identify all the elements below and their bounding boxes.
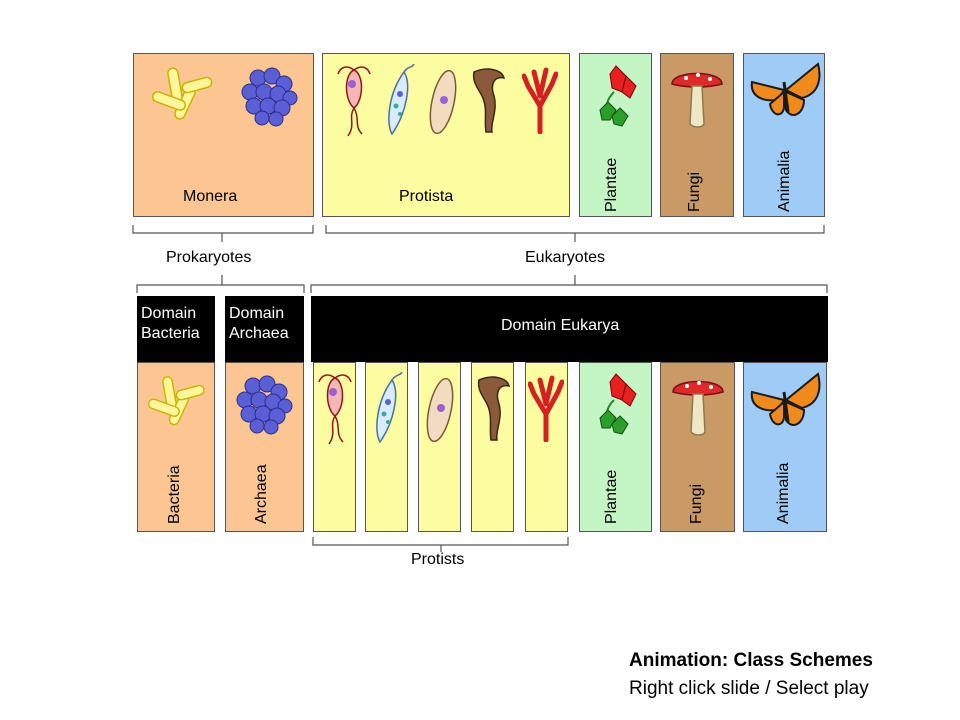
protists-label: Protists xyxy=(411,551,465,568)
flagellate-protist-icon xyxy=(318,374,352,445)
domain-eukarya-label: Domain Eukarya xyxy=(501,317,620,334)
domain-archaea-label: Domain Archaea xyxy=(229,305,289,342)
eukaryotes-label: Eukaryotes xyxy=(525,249,606,266)
fungi-label-bottom: Fungi xyxy=(688,483,705,524)
domain-archaea-bar: Domain Archaea xyxy=(225,296,304,362)
columbine-plant-icon xyxy=(599,373,637,435)
domain-eukarya-bar: Domain Eukarya xyxy=(311,296,828,362)
caption-title: Animation: Class Schemes xyxy=(629,650,873,671)
bacteria-label: Bacteria xyxy=(166,465,183,524)
archaea-label: Archaea xyxy=(253,464,270,524)
butterfly-animal-icon xyxy=(750,62,821,116)
prokaryotes-label: Prokaryotes xyxy=(166,249,252,266)
brown-alga-icon xyxy=(477,376,511,441)
domain-bacteria-bar: Domain Bacteria xyxy=(137,296,215,362)
flagellate-protist-icon xyxy=(337,66,371,137)
protista-label: Protista xyxy=(399,188,454,205)
paramecium-protist-icon xyxy=(429,69,457,135)
rod-bacteria-icon xyxy=(147,376,205,426)
fungi-box-top xyxy=(660,53,734,217)
mushroom-fungus-icon xyxy=(672,380,724,436)
brown-alga-icon xyxy=(472,68,506,133)
archaea-cluster-icon xyxy=(241,67,298,127)
butterfly-animal-icon xyxy=(750,372,821,426)
domain-bacteria-label: Domain Bacteria xyxy=(141,305,200,342)
mushroom-fungus-icon xyxy=(671,72,723,128)
red-alga-icon xyxy=(528,375,564,442)
euglena-protist-icon xyxy=(376,372,403,444)
paramecium-protist-icon xyxy=(426,377,454,443)
animalia-label-bottom: Animalia xyxy=(775,462,792,524)
euglena-protist-icon xyxy=(388,64,415,136)
archaea-cluster-icon xyxy=(236,375,293,435)
monera-label: Monera xyxy=(183,188,238,205)
red-alga-icon xyxy=(522,67,558,134)
columbine-plant-icon xyxy=(599,65,637,127)
plantae-label-bottom: Plantae xyxy=(603,469,620,524)
caption-subtitle: Right click slide / Select play xyxy=(629,678,869,699)
rod-bacteria-icon xyxy=(151,67,213,120)
